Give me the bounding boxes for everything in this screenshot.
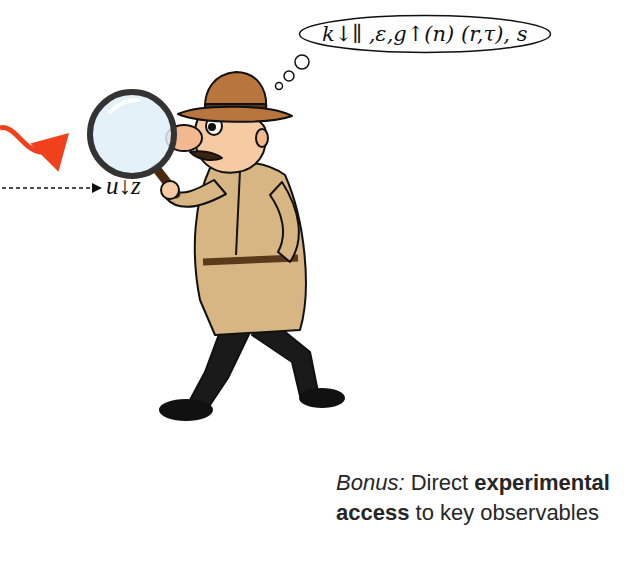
thought-dot [295, 55, 309, 69]
note-text: to key observables [416, 500, 599, 525]
bonus-note: Bonus: Direct experimental access to key… [336, 468, 628, 528]
note-text: Bonus: [336, 470, 405, 495]
axis-label: u↓z [106, 172, 141, 200]
thought-bubble: k↓∥ ,ε,g↑(n) (r,τ), s [298, 14, 552, 54]
thought-dot [284, 71, 294, 81]
note-text: Direct [411, 470, 468, 495]
thought-text: k↓∥ ,ε,g↑(n) (r,τ), s [322, 22, 528, 46]
displacement-arrow [2, 187, 100, 189]
thought-dot [276, 83, 283, 90]
detective-figure [90, 72, 344, 420]
incoming-beam-arrow [0, 128, 62, 153]
